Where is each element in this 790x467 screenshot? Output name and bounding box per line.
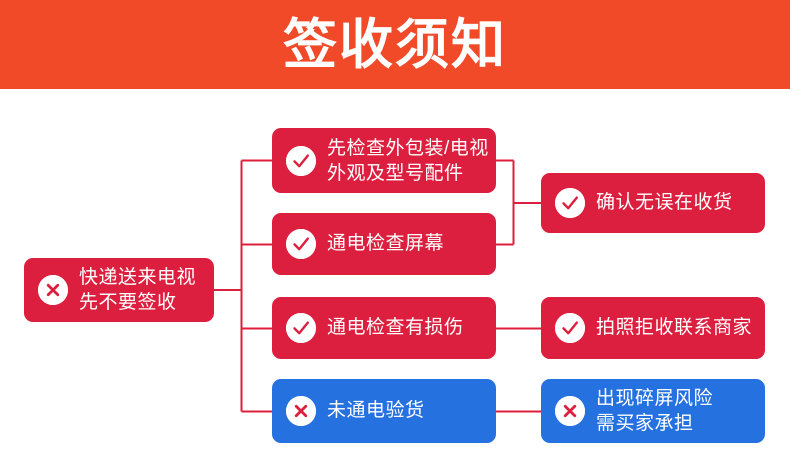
cross-icon bbox=[286, 396, 316, 426]
node-check-damage-label: 通电检查有损伤 bbox=[327, 317, 464, 338]
node-no-power-test[interactable]: 未通电验货 bbox=[272, 379, 496, 443]
node-start-label: 快递送来电视 先不要签收 bbox=[79, 267, 197, 313]
node-check-package-label: 先检查外包装/电视 外观及型号配件 bbox=[327, 137, 489, 184]
node-confirm-sign-label: 确认无误在收货 bbox=[596, 192, 733, 213]
check-icon bbox=[286, 145, 316, 176]
check-icon bbox=[555, 313, 585, 343]
node-check-package[interactable]: 先检查外包装/电视 外观及型号配件 bbox=[272, 128, 496, 193]
node-start[interactable]: 快递送来电视 先不要签收 bbox=[24, 258, 214, 322]
header-banner bbox=[0, 0, 790, 89]
node-check-damage[interactable]: 通电检查有损伤 bbox=[272, 297, 496, 359]
check-icon bbox=[286, 229, 316, 259]
node-check-screen-label: 通电检查屏幕 bbox=[327, 233, 445, 254]
cross-icon bbox=[38, 275, 68, 305]
node-broken-screen-risk-label: 出现碎屏风险 需买家承担 bbox=[596, 388, 714, 434]
node-reject-contact-label: 拍照拒收联系商家 bbox=[596, 317, 753, 338]
check-icon bbox=[555, 188, 585, 218]
check-icon bbox=[286, 313, 316, 343]
page-title: 签收须知 bbox=[283, 14, 507, 75]
node-confirm-sign[interactable]: 确认无误在收货 bbox=[541, 173, 765, 233]
node-no-power-test-label: 未通电验货 bbox=[327, 400, 425, 421]
cross-icon bbox=[555, 396, 585, 426]
node-reject-contact[interactable]: 拍照拒收联系商家 bbox=[541, 297, 765, 359]
node-check-screen[interactable]: 通电检查屏幕 bbox=[272, 213, 496, 275]
node-broken-screen-risk[interactable]: 出现碎屏风险 需买家承担 bbox=[541, 379, 765, 443]
